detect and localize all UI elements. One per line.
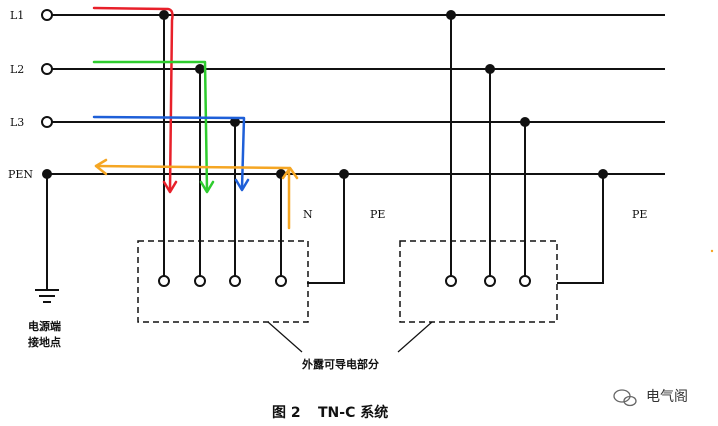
l3-flow-path <box>92 115 246 190</box>
l3-label: L3 <box>10 116 24 129</box>
source-ground-label-2: 接地点 <box>28 335 61 349</box>
ground-symbol <box>35 174 59 303</box>
right-terminal-3 <box>519 275 531 287</box>
left-terminal-2 <box>194 275 206 287</box>
right-l1-junction <box>446 10 456 20</box>
figure-number: 图 2 <box>272 405 301 421</box>
l1-junction <box>159 10 169 20</box>
pe-label-right: PE <box>632 208 647 221</box>
pen-flow-arrowhead-left <box>94 158 108 176</box>
exposed-pointer-left <box>267 321 303 353</box>
pen-flow-arrowhead-up <box>281 166 299 180</box>
l1-flow-arrowhead <box>162 180 178 194</box>
pe-junction-right <box>598 169 608 179</box>
left-terminal-n <box>275 275 287 287</box>
exposed-parts-label: 外露可导电部分 <box>301 357 379 371</box>
pe-junction-left <box>339 169 349 179</box>
pe-label-left: PE <box>370 208 385 221</box>
l2-terminal <box>41 63 53 75</box>
left-equipment-enclosure <box>137 240 309 323</box>
figure-title: TN-C 系统 <box>318 404 388 421</box>
l1-flow-path <box>92 6 174 192</box>
l2-flow-path <box>92 60 209 192</box>
exposed-pointer-right <box>397 321 433 353</box>
right-equipment-enclosure <box>399 240 558 323</box>
pen-flow-path <box>94 164 291 230</box>
l3-terminal <box>41 116 53 128</box>
left-terminal-1 <box>158 275 170 287</box>
l1-label: L1 <box>10 9 24 22</box>
l2-flow-arrowhead <box>199 180 215 194</box>
pen-label: PEN <box>8 168 33 181</box>
right-l3-junction <box>520 117 530 127</box>
left-terminal-3 <box>229 275 241 287</box>
right-l2-junction <box>485 64 495 74</box>
l2-label: L2 <box>10 63 24 76</box>
right-pe-conductor <box>557 174 604 284</box>
source-ground-label-1: 电源端 <box>28 319 61 333</box>
wechat-icon <box>613 389 637 407</box>
l2-junction <box>195 64 205 74</box>
right-terminal-2 <box>484 275 496 287</box>
watermark-text: 电气阁 <box>646 389 688 405</box>
right-terminal-1 <box>445 275 457 287</box>
left-pe-conductor <box>307 174 345 284</box>
n-label: N <box>303 208 313 221</box>
l3-flow-arrowhead <box>234 178 250 192</box>
stray-dot <box>710 249 714 253</box>
l1-terminal <box>41 9 53 21</box>
l3-junction <box>230 117 240 127</box>
